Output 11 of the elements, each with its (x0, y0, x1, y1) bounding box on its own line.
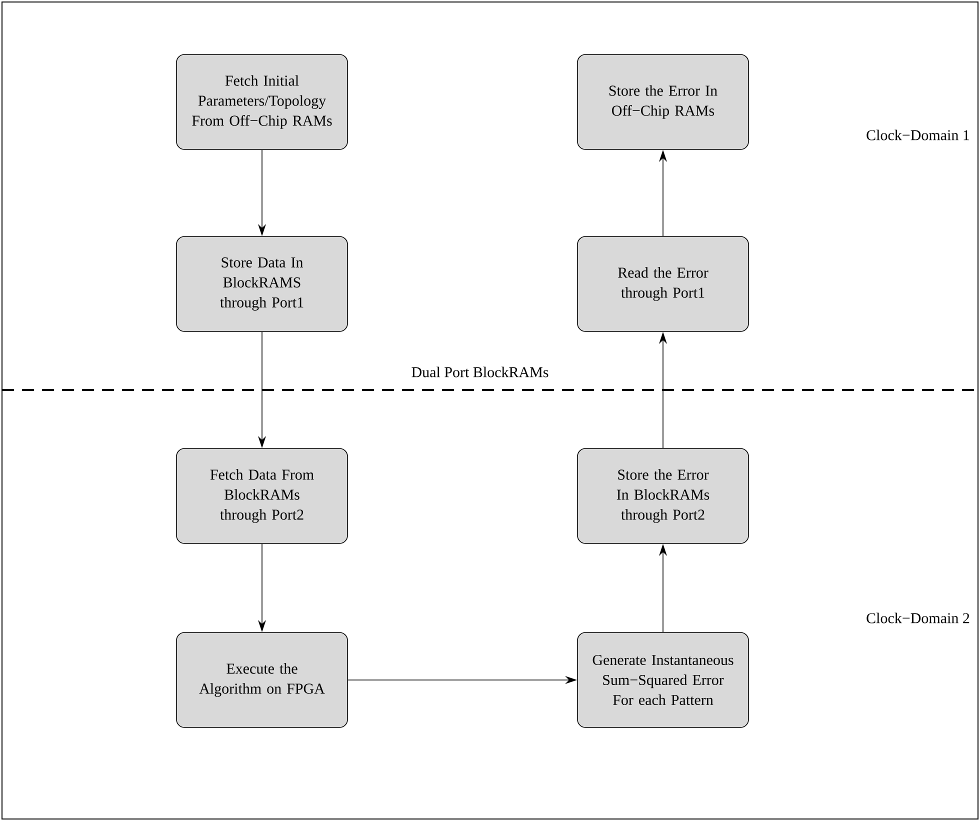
process-box: Store Data In BlockRAMS through Port1 (176, 236, 348, 332)
process-box: Fetch Initial Parameters/Topology From Off−Chip RAMs (176, 54, 348, 150)
process-box: Store the Error In Off−Chip RAMs (577, 54, 749, 150)
process-box: Fetch Data From BlockRAMs through Port2 (176, 448, 348, 544)
domain-label: Clock−Domain 1 (866, 130, 970, 140)
process-box: Generate Instantaneous Sum−Squared Error For each Pattern (577, 632, 749, 728)
domain-label: Clock−Domain 2 (866, 612, 970, 624)
process-box: Read the Error through Port1 (577, 236, 749, 332)
divider-label: Dual Port BlockRAMs (412, 366, 548, 378)
process-box: Store the Error In BlockRAMs through Port2 (577, 448, 749, 544)
process-box: Execute the Algorithm on FPGA (176, 632, 348, 728)
